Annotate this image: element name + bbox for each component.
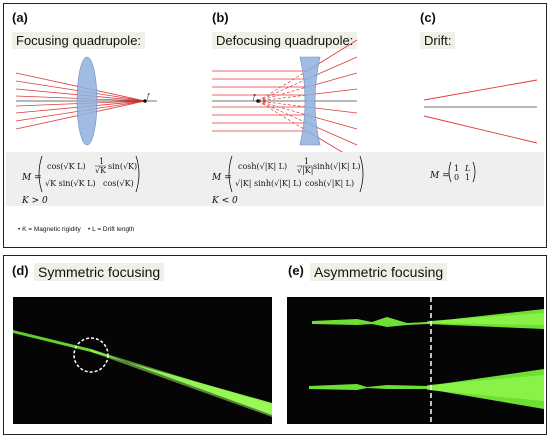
panel-a-matrix: M = cos(√K L) 1 √K sin(√K) √K sin(√K L) …: [21, 155, 140, 193]
legend: • K = Magnetic rigidity • L = Drift leng…: [18, 226, 134, 233]
panel-b-m12-num: 1: [304, 157, 309, 166]
panel-b-left-paren: [228, 155, 233, 193]
panel-a-title: Focusing quadrupole:: [12, 32, 146, 49]
panel-c-m22: 1: [465, 173, 470, 182]
bottom-figure-frame: [3, 255, 547, 435]
panel-c-matrix-lhs: M =: [429, 171, 450, 181]
lower-beam: [309, 369, 544, 409]
panel-a-matrix-lhs: M =: [21, 173, 42, 183]
panel-a-focal-label: f: [146, 93, 151, 100]
panel-b-right-paren: [359, 155, 364, 193]
panel-b-incoming-rays: [212, 70, 307, 132]
symmetric-beam: [13, 330, 272, 415]
panel-d-title: Symmetric focusing: [34, 263, 165, 281]
panel-c-m12: L: [464, 164, 470, 173]
panel-a-focal-point: [143, 99, 147, 103]
panel-c-right-paren: [472, 161, 476, 183]
symmetric-beam-highlight: [91, 349, 272, 417]
panel-a-m12-fn: sin(√K): [108, 162, 137, 171]
equation-band: [6, 152, 544, 206]
panel-b-m12-den: √|K|: [297, 166, 313, 175]
panel-c-matrix: M = 1 L 0 1: [429, 161, 476, 183]
panel-c-tag: (c): [420, 10, 436, 25]
panel-b-m11: cosh(√|K| L): [238, 162, 287, 171]
panel-a-m11: cos(√K L): [47, 162, 86, 171]
asymmetric-focusing-image: [287, 297, 544, 424]
panel-b-matrix-lhs: M =: [211, 173, 232, 183]
panel-b-tag: (b): [212, 10, 229, 25]
panel-b-m22: cosh(√|K| L): [305, 179, 354, 188]
panel-c-m11: 1: [454, 164, 459, 173]
upper-beam: [312, 309, 544, 329]
legend-k-item: K = Magnetic rigidity: [22, 226, 81, 233]
drift-diagram: [423, 79, 538, 144]
symmetric-focusing-image: [13, 297, 272, 424]
concave-lens: [299, 56, 321, 146]
convex-lens: [76, 56, 98, 146]
panel-b-matrix: M = cosh(√|K| L) 1 √|K| sinh(√|K| L) √|K…: [211, 155, 364, 193]
panel-c-left-paren: [448, 161, 452, 183]
panel-b-condition: K < 0: [212, 196, 238, 206]
panel-b-m21: √|K| sinh(√|K| L): [235, 179, 302, 188]
panel-a-right-paren: [135, 155, 140, 193]
panel-d-tag: (d): [12, 263, 29, 278]
focusing-lens-diagram: f: [15, 56, 157, 146]
panel-a-m21: √K sin(√K L): [45, 179, 96, 188]
panel-a-tag: (a): [12, 10, 28, 25]
panel-b-title: Defocusing quadrupole:: [212, 32, 358, 49]
panel-c-m21: 0: [454, 173, 459, 182]
panel-c-title: Drift:: [420, 32, 456, 49]
panel-b-focal-point: [256, 99, 260, 103]
panel-a-m12-den: √K: [95, 166, 107, 175]
panel-a-condition: K > 0: [22, 196, 48, 206]
panel-a-left-paren: [38, 155, 43, 193]
panel-b-virtual-rays: [257, 70, 308, 132]
panel-c-rays: [423, 79, 538, 144]
focus-region-marker: [73, 337, 109, 373]
legend-bullet-icon: •: [18, 226, 21, 233]
legend-bullet-icon: •: [88, 226, 91, 233]
panel-e-tag: (e): [288, 263, 304, 278]
panel-e-title: Asymmetric focusing: [310, 263, 448, 281]
panel-b-focal-label: f: [252, 94, 257, 101]
top-figure-frame: [3, 3, 547, 248]
legend-l-item: L = Drift length: [92, 226, 135, 233]
panel-a-m22: cos(√K): [103, 179, 134, 188]
panel-a-m12-num: 1: [99, 157, 104, 166]
panel-b-m12-fn: sinh(√|K| L): [313, 162, 361, 171]
